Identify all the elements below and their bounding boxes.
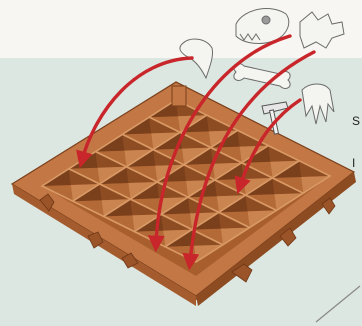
bone-icon (234, 64, 290, 89)
tray-corner-post (172, 86, 186, 106)
stick-decoration (316, 286, 360, 322)
excavation-tray (12, 82, 356, 306)
claw-foot-icon (302, 84, 334, 124)
vertebra-icon (300, 12, 344, 48)
